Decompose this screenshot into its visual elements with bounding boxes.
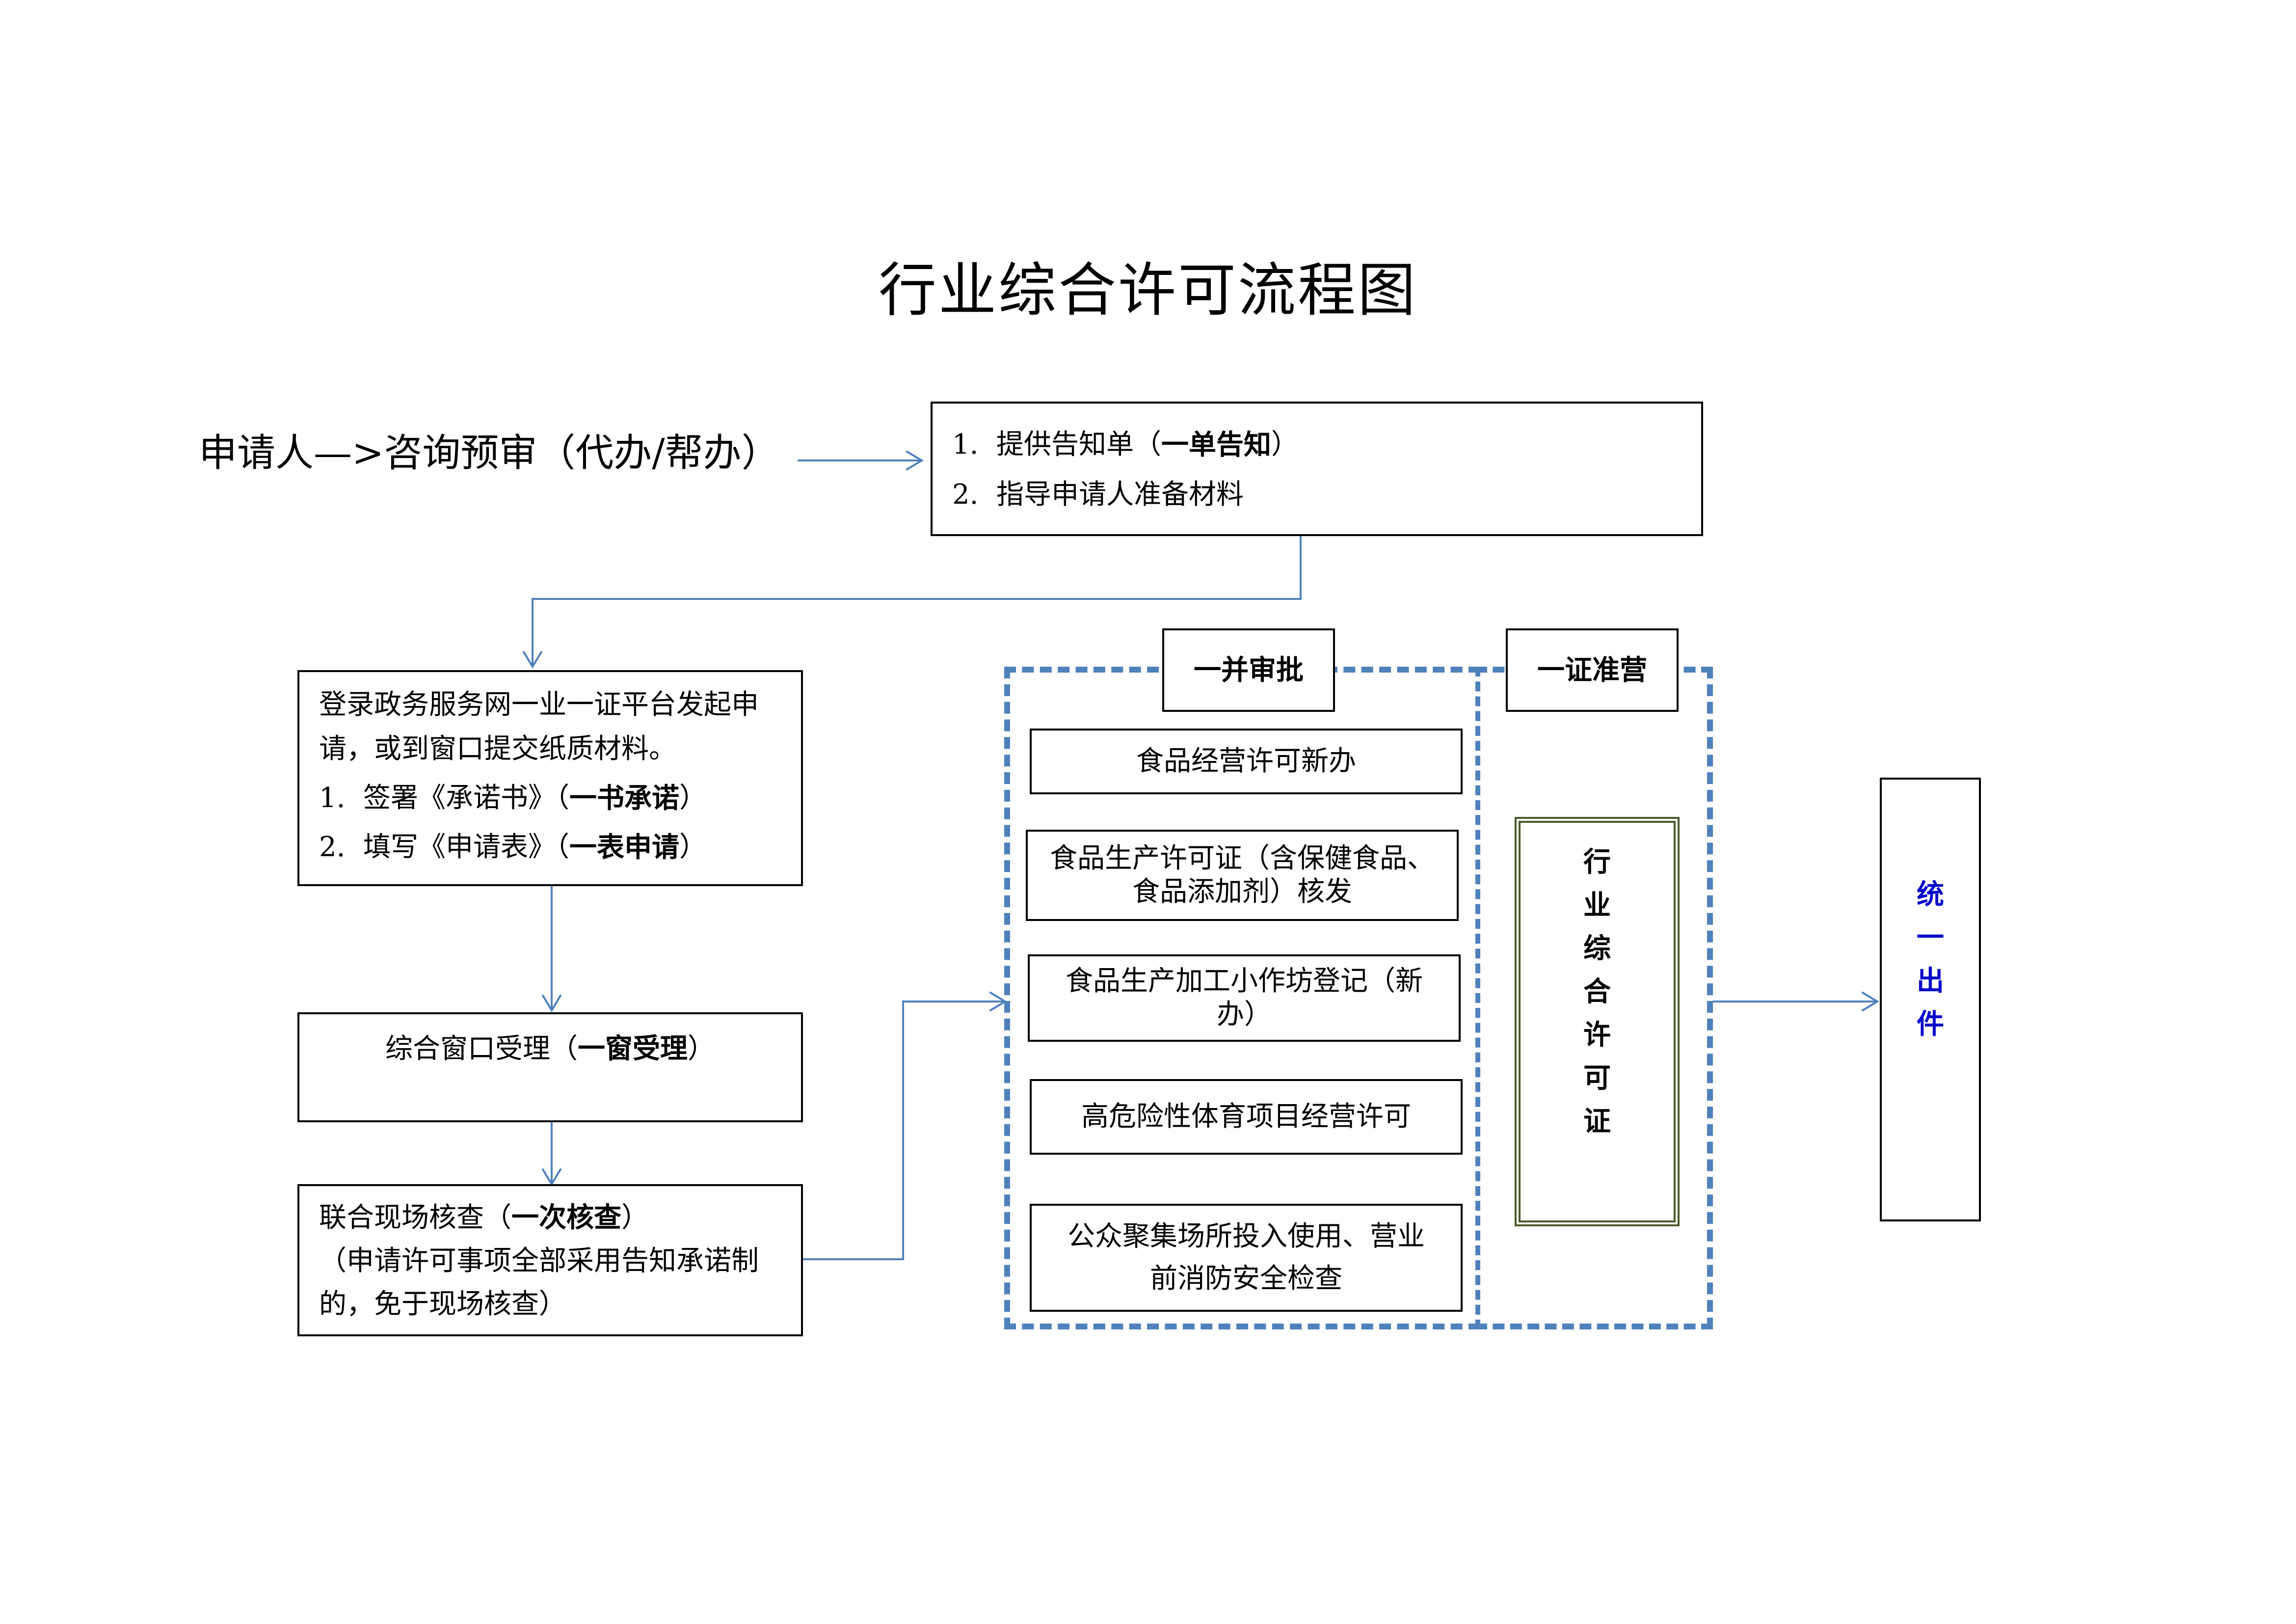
consult-box: 1. 提供告知单（一单告知） 2. 指导申请人准备材料	[931, 402, 1703, 536]
apply-line-1: 登录政务服务网一业一证平台发起申	[319, 689, 759, 721]
approval-item-fire-safety: 公众聚集场所投入使用、营业 前消防安全检查	[1030, 1204, 1463, 1312]
window-box: 综合窗口受理（一窗受理）	[297, 1012, 803, 1122]
license-box: 行 业 综 合 许 可 证	[1515, 817, 1680, 1226]
apply-box: 登录政务服务网一业一证平台发起申 请，或到窗口提交纸质材料。 1. 签署《承诺书…	[297, 670, 803, 886]
output-box: 统 一 出 件	[1880, 778, 1981, 1221]
inspect-line-3: 的，免于现场核查）	[319, 1288, 566, 1320]
output-vertical-text: 统 一 出 件	[1917, 878, 1944, 1040]
inspect-line-1: 联合现场核查（一次核查）	[319, 1201, 649, 1234]
consult-item-1: 1. 提供告知单（一单告知）	[952, 429, 1299, 461]
consult-item-2: 2. 指导申请人准备材料	[952, 479, 1244, 511]
approval-item-sports: 高危险性体育项目经营许可	[1030, 1079, 1463, 1155]
page-title: 行业综合许可流程图	[878, 256, 1417, 324]
approval-header: 一并审批	[1162, 628, 1335, 712]
applicant-consult-label: 申请人—>咨询预审（代办/帮办）	[199, 426, 780, 480]
apply-line-2: 请，或到窗口提交纸质材料。	[319, 733, 676, 765]
license-vertical-text: 行 业 综 合 许 可 证	[1583, 846, 1611, 1137]
apply-item-2: 2. 填写《申请表》（一表申请）	[319, 831, 707, 864]
approval-item-small-workshop: 食品生产加工小作坊登记（新 办）	[1028, 954, 1461, 1042]
inspect-box: 联合现场核查（一次核查） （申请许可事项全部采用告知承诺制 的，免于现场核查）	[297, 1184, 803, 1336]
consult-label: 咨询预审（代办/帮办）	[384, 431, 780, 475]
approval-item-food-business: 食品经营许可新办	[1030, 729, 1463, 794]
inspect-line-2: （申请许可事项全部采用告知承诺制	[319, 1245, 759, 1277]
license-header: 一证准营	[1506, 628, 1679, 712]
arrow-inspect-to-approval	[801, 1001, 1005, 1260]
applicant-label: 申请人	[199, 431, 314, 475]
approval-item-food-production: 食品生产许可证（含保健食品、 食品添加剂）核发	[1026, 830, 1459, 921]
apply-item-1: 1. 签署《承诺书》（一书承诺）	[319, 782, 707, 814]
applicant-arrow: —>	[314, 431, 384, 475]
